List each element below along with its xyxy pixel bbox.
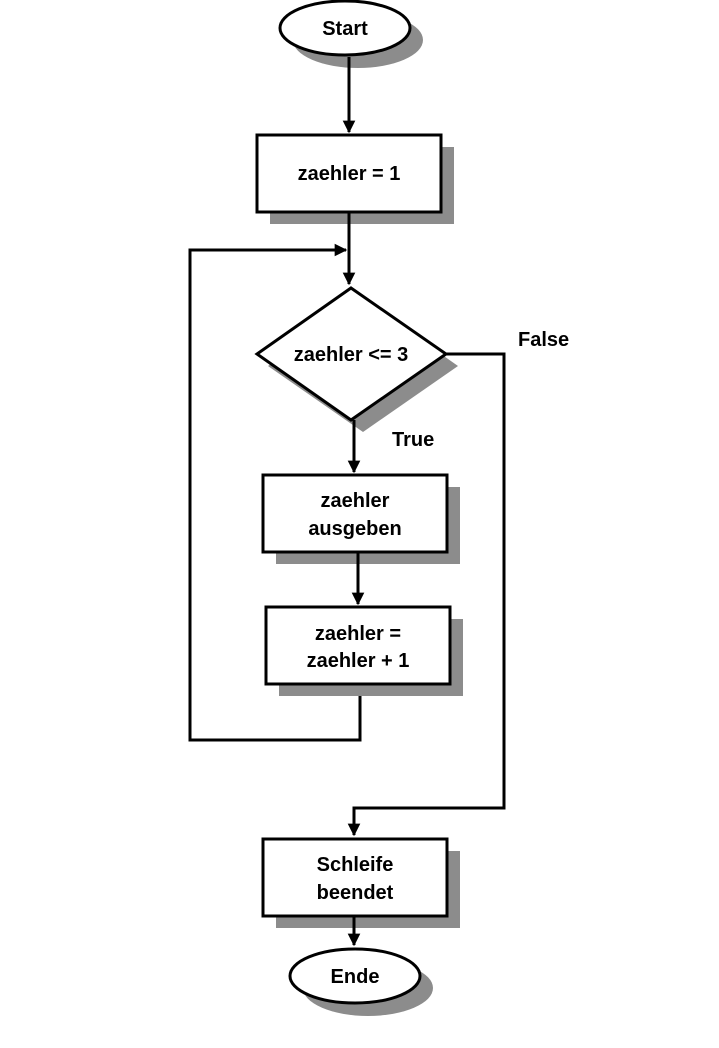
- loop-end-label-line-1: Schleife: [317, 854, 394, 876]
- increment-node: zaehler = zaehler + 1: [264, 605, 463, 696]
- output-node: zaehler ausgeben: [261, 473, 460, 564]
- init-label: zaehler = 1: [298, 163, 401, 185]
- increment-label-line-2: zaehler + 1: [307, 650, 410, 672]
- start-node: Start: [278, 0, 423, 68]
- start-label: Start: [322, 18, 368, 40]
- end-label: Ende: [331, 966, 380, 988]
- init-node: zaehler = 1: [255, 133, 454, 224]
- true-label: True: [392, 429, 434, 451]
- end-node: Ende: [288, 947, 433, 1016]
- condition-node: zaehler <= 3: [254, 286, 458, 432]
- condition-label: zaehler <= 3: [294, 344, 409, 366]
- output-label-line-2: ausgeben: [308, 518, 401, 540]
- output-label-line-1: zaehler: [321, 490, 390, 512]
- edge-loop-back: [188, 243, 362, 742]
- increment-label-line-1: zaehler =: [315, 623, 401, 645]
- loop-end-node: Schleife beendet: [261, 837, 460, 928]
- edge-false-branch: [347, 352, 506, 837]
- loop-end-label-line-2: beendet: [317, 882, 394, 904]
- false-label: False: [518, 329, 569, 351]
